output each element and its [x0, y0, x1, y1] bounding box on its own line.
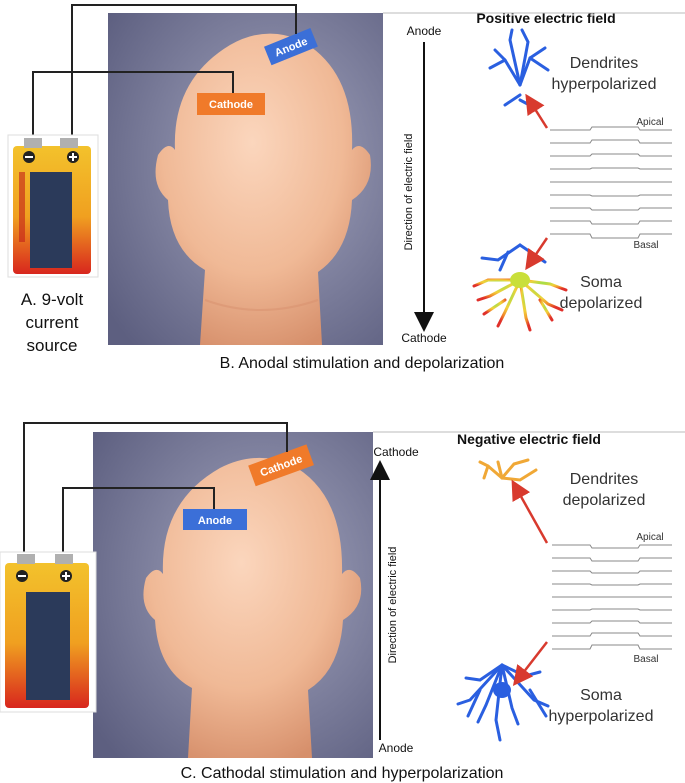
axis-top-label: Anode — [407, 24, 442, 38]
trace-basal-label: Basal — [633, 240, 658, 251]
anode-pad — [183, 509, 247, 530]
battery-a — [7, 134, 99, 278]
axis-bottom-label: Anode — [379, 741, 414, 755]
axis-bottom-label: Cathode — [401, 331, 447, 345]
soma-pointer — [525, 237, 549, 271]
wire-anode — [62, 487, 215, 555]
cathode-pad — [248, 444, 314, 487]
cathode-pad-label: Cathode — [209, 99, 253, 111]
dendrites-label-line1: Dendrites — [570, 55, 638, 72]
field-title: Positive electric field — [476, 10, 615, 26]
membrane-traces-c — [552, 544, 672, 650]
panel-c-head — [143, 457, 362, 758]
field-title: Negative electric field — [457, 431, 601, 447]
membrane-traces-b — [550, 126, 672, 239]
battery-c — [0, 551, 97, 713]
neuron-b — [472, 28, 568, 332]
soma-label-line1: Soma — [580, 687, 622, 704]
anode-pad-label: Anode — [198, 515, 232, 527]
axis-top-label: Cathode — [373, 445, 419, 459]
dendrites-pointer — [511, 479, 549, 544]
cathode-pad — [197, 93, 265, 115]
trace-apical-label: Apical — [636, 117, 663, 128]
panel-c-caption: C. Cathodal stimulation and hyperpolariz… — [181, 765, 504, 782]
battery-caption-line2: current — [26, 313, 79, 332]
neuron-c — [456, 458, 550, 742]
soma-label-line2: depolarized — [560, 295, 643, 312]
battery-caption-line3: source — [26, 336, 77, 355]
panel-c: Cathode Anode Cathode Anode Direction of… — [0, 422, 672, 782]
axis-label: Direction of electric field — [387, 547, 399, 664]
soma-label-line2: hyperpolarized — [549, 708, 654, 725]
battery-caption-line1: A. 9-volt — [21, 290, 84, 309]
dendrites-label-line2: hyperpolarized — [552, 76, 657, 93]
dendrites-pointer — [525, 93, 549, 129]
panel-b-caption: B. Anodal stimulation and depolarization — [220, 355, 505, 372]
soma-pointer — [512, 641, 548, 686]
anode-pad — [264, 27, 318, 66]
trace-apical-label: Apical — [636, 532, 663, 543]
axis-label: Direction of electric field — [403, 134, 415, 251]
wire-cathode — [23, 422, 288, 555]
dendrites-label-line2: depolarized — [563, 492, 646, 509]
panel-b: Anode Cathode A. 9-volt current source A… — [7, 4, 672, 372]
wire-cathode — [32, 71, 234, 140]
trace-basal-label: Basal — [633, 654, 658, 665]
soma-label-line1: Soma — [580, 274, 622, 291]
dendrites-label-line1: Dendrites — [570, 471, 638, 488]
